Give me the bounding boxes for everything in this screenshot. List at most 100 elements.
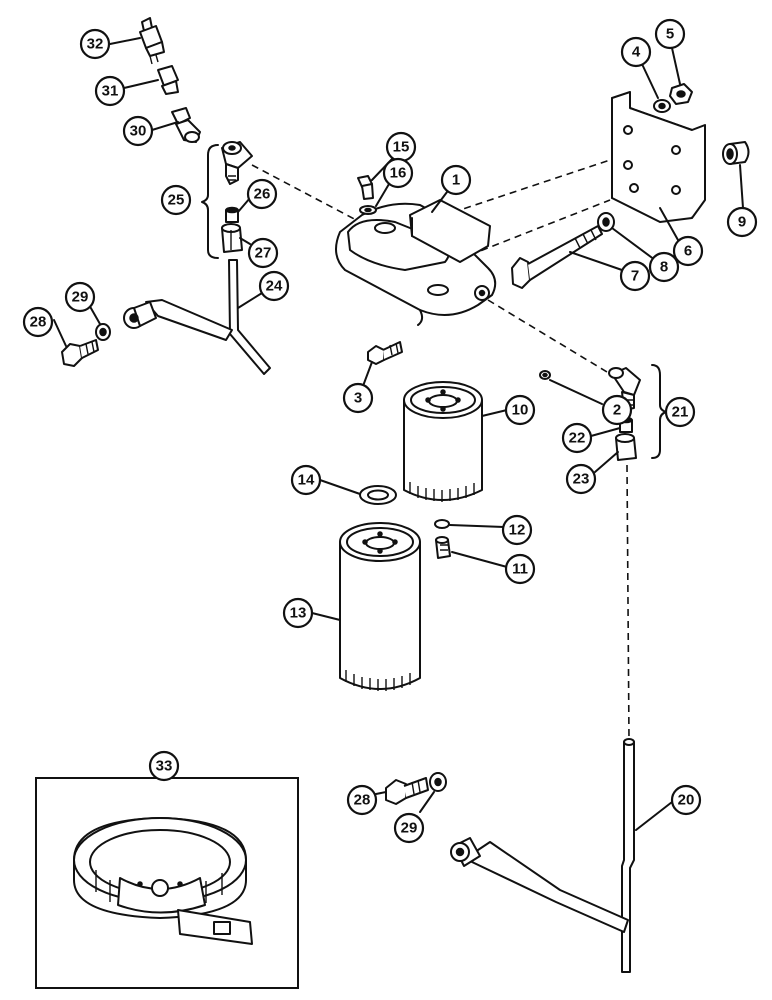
sleeve-part-26 [225,206,239,223]
callout-23: 23 [565,463,597,495]
assembly-guide-lines [251,159,630,741]
callout-20: 20 [670,784,702,816]
callout-5: 5 [654,18,686,50]
svg-text:8: 8 [660,259,668,276]
tube-part-24 [123,259,271,375]
svg-text:32: 32 [87,36,104,53]
callout-1: 1 [440,164,472,196]
tube-part-20 [450,738,635,973]
callout-16: 16 [382,157,414,189]
svg-text:26: 26 [254,186,271,203]
o-ring-part-12 [434,519,450,529]
svg-text:33: 33 [156,758,173,775]
washer-part-29-lower [429,772,447,792]
svg-text:21: 21 [672,404,689,421]
banjo-bolt-part-28-upper [61,339,99,367]
svg-text:5: 5 [666,26,674,43]
svg-text:10: 10 [512,402,529,419]
callout-21: 21 [664,396,696,428]
callout-29-upper: 29 [64,281,96,313]
callout-6: 6 [672,235,704,267]
plug-part-2 [539,370,551,380]
callout-24: 24 [258,270,290,302]
filter-head [335,199,497,326]
callout-26: 26 [246,178,278,210]
callout-11: 11 [504,553,536,585]
svg-text:27: 27 [255,245,272,262]
callout-30: 30 [122,115,154,147]
svg-text:12: 12 [509,522,526,539]
nut-part-27 [221,223,243,253]
filter-wrench-inset [35,777,299,989]
svg-text:20: 20 [678,792,695,809]
callout-25: 25 [160,184,192,216]
elbow-fitting-right [608,367,641,411]
callout-7: 7 [619,260,651,292]
svg-text:15: 15 [393,139,410,156]
svg-text:9: 9 [738,214,746,231]
callout-2: 2 [601,394,633,426]
callout-29-lower: 29 [393,812,425,844]
callout-31: 31 [94,75,126,107]
bolt-part-15 [357,175,374,200]
filter-element-part-10 [403,381,483,502]
washer-part-16 [359,205,377,215]
callout-14: 14 [290,464,322,496]
callout-33: 33 [148,750,180,782]
long-bolt-part-7 [511,225,603,289]
svg-text:24: 24 [266,278,283,295]
svg-text:3: 3 [354,390,362,407]
svg-text:28: 28 [354,792,371,809]
svg-text:4: 4 [632,44,641,61]
svg-text:16: 16 [390,165,407,182]
filter-element-part-13 [339,522,421,691]
nut-part-23 [615,433,637,461]
svg-text:30: 30 [130,123,147,140]
callout-12: 12 [501,514,533,546]
mounting-bracket [611,91,706,223]
callout-3: 3 [342,382,374,414]
washer-part-29-upper [95,323,111,341]
adapter-part-31 [157,65,179,95]
callout-13: 13 [282,597,314,629]
nut-part-5 [669,83,693,105]
bolt-part-3 [367,341,403,365]
svg-text:11: 11 [512,561,528,578]
tee-fitting [221,141,253,185]
banjo-bolt-part-28-lower [385,777,429,805]
svg-text:29: 29 [401,820,418,837]
callout-28-upper: 28 [22,306,54,338]
svg-text:23: 23 [573,471,590,488]
nut-part-4 [653,99,671,113]
callout-10: 10 [504,394,536,426]
spacer-part-9 [722,141,750,165]
callout-4: 4 [620,36,652,68]
svg-text:2: 2 [613,402,621,419]
svg-text:7: 7 [631,268,639,285]
bracket-group-25 [201,144,219,259]
svg-text:13: 13 [290,605,307,622]
callout-27: 27 [247,237,279,269]
svg-text:22: 22 [569,430,586,447]
washer-part-8 [597,212,615,232]
callout-8: 8 [648,251,680,283]
elbow-part-30 [171,107,201,143]
svg-text:31: 31 [102,83,119,100]
bracket-group-21 [651,364,667,459]
callout-15: 15 [385,131,417,163]
svg-text:29: 29 [72,289,89,306]
callout-22: 22 [561,422,593,454]
svg-text:25: 25 [168,192,185,209]
callout-32: 32 [79,28,111,60]
seal-ring-part-14 [359,485,397,505]
callout-28-lower: 28 [346,784,378,816]
svg-text:6: 6 [684,243,692,260]
callout-9: 9 [726,206,758,238]
drain-plug-part-11 [435,536,451,559]
svg-text:14: 14 [298,472,315,489]
svg-text:28: 28 [30,314,47,331]
svg-text:1: 1 [452,172,460,189]
sender-part-32 [139,17,165,65]
